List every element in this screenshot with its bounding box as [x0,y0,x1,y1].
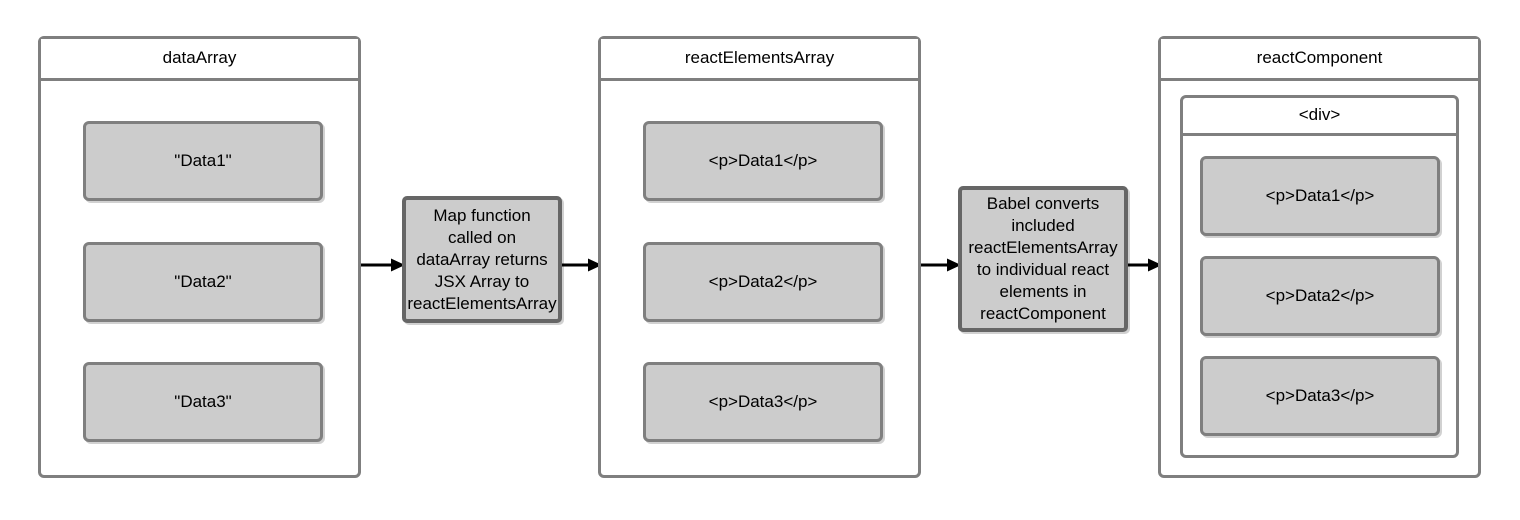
panel-body-react-elements-array: <p>Data1</p> <p>Data2</p> <p>Data3</p> [601,81,918,475]
arrow-react-elements-array-to-babel [921,258,961,272]
process-line: JSX Array to [434,271,530,291]
list-item[interactable]: <p>Data2</p> [643,242,883,322]
panel-react-component[interactable]: reactComponent <div> <p>Data1</p> <p>Dat… [1158,36,1481,478]
process-map-function[interactable]: Map function called on dataArray returns… [402,196,562,323]
item-label: <p>Data1</p> [708,151,818,170]
list-item[interactable]: "Data1" [83,121,323,201]
item-label: "Data1" [174,151,232,170]
list-item[interactable]: <p>Data1</p> [643,121,883,201]
list-item[interactable]: "Data2" [83,242,323,322]
panel-data-array[interactable]: dataArray "Data1" "Data2" "Data3" [38,36,361,478]
process-line: elements in [999,282,1087,301]
panel-body-data-array: "Data1" "Data2" "Data3" [41,81,358,475]
item-label: <p>Data1</p> [1265,186,1375,205]
item-label: <p>Data3</p> [1265,386,1375,405]
list-item[interactable]: <p>Data2</p> [1200,256,1440,336]
process-line: Map function [433,205,531,225]
item-label: "Data2" [174,272,232,291]
nested-title-div: <div> [1183,98,1456,136]
process-line: Babel converts [986,194,1100,213]
process-line: reactElementsArray [968,238,1118,257]
panel-title-react-component: reactComponent [1161,39,1478,81]
list-item[interactable]: "Data3" [83,362,323,442]
arrow-data-array-to-map-function [361,258,405,272]
panel-title-data-array: dataArray [41,39,358,81]
process-line: included [1011,216,1075,235]
process-line: to individual react [976,260,1110,279]
item-label: "Data3" [174,392,232,411]
process-line: reactElementsArray [407,293,557,313]
item-label: <p>Data2</p> [1265,286,1375,305]
process-line: called on [447,227,517,247]
process-line: reactComponent [980,304,1106,323]
arrow-babel-to-react-component [1128,258,1162,272]
arrow-map-function-to-react-elements-array [562,258,602,272]
panel-react-elements-array[interactable]: reactElementsArray <p>Data1</p> <p>Data2… [598,36,921,478]
item-label: <p>Data3</p> [708,392,818,411]
list-item[interactable]: <p>Data3</p> [1200,356,1440,436]
process-babel-converts-text: Babel converts included reactElementsArr… [968,193,1117,325]
nested-container-div[interactable]: <div> <p>Data1</p> <p>Data2</p> <p>Data3… [1180,95,1459,458]
list-item[interactable]: <p>Data1</p> [1200,156,1440,236]
list-item[interactable]: <p>Data3</p> [643,362,883,442]
item-label: <p>Data2</p> [708,272,818,291]
nested-body-div: <p>Data1</p> <p>Data2</p> <p>Data3</p> [1183,136,1456,455]
panel-body-react-component: <div> <p>Data1</p> <p>Data2</p> <p>Data3… [1161,81,1478,475]
process-map-function-text: Map function called on dataArray returns… [407,205,556,315]
process-babel-converts[interactable]: Babel converts included reactElementsArr… [958,186,1128,332]
panel-title-react-elements-array: reactElementsArray [601,39,918,81]
process-line: dataArray returns [416,249,548,269]
